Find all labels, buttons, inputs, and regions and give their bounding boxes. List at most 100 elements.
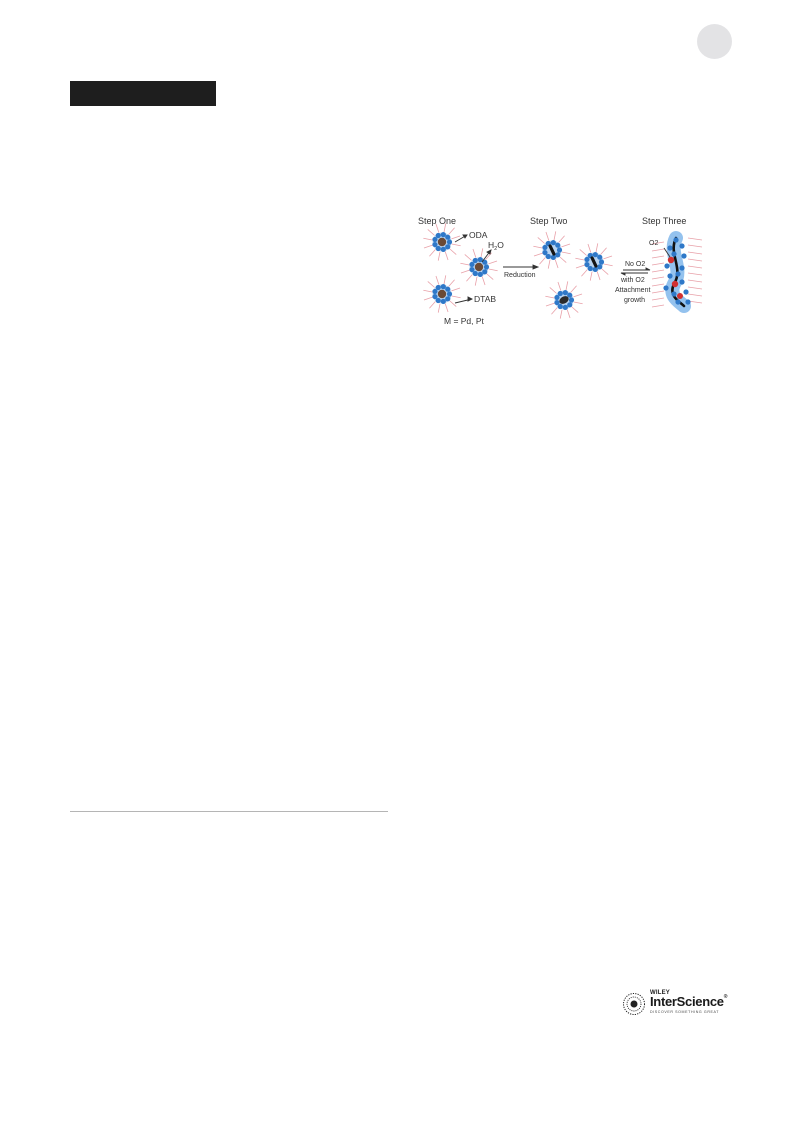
water-label: H2O — [488, 240, 504, 252]
ligand-chain — [600, 247, 607, 255]
surfactant-head — [445, 296, 451, 302]
surfactant-head — [482, 259, 488, 265]
ligand-chain — [651, 248, 665, 252]
ligand-chain — [460, 269, 470, 274]
ligand-chain — [429, 301, 436, 309]
ligand-chain — [480, 248, 484, 258]
surfactant-head — [440, 298, 446, 304]
surfactant-head — [597, 254, 603, 260]
ligand-chain — [595, 243, 599, 253]
ligand-chain — [488, 268, 498, 272]
surfactant-head — [482, 269, 488, 275]
oxygen-dot — [667, 256, 675, 264]
surfactant-head — [550, 240, 556, 246]
surfactant-head — [556, 247, 563, 253]
o2-label: O2 — [649, 240, 658, 247]
surfactant-head — [555, 252, 561, 258]
surfactant-head — [568, 297, 575, 303]
surfactant-head — [472, 257, 478, 264]
oda-label: ODA — [469, 230, 488, 240]
metal-rod — [590, 256, 598, 268]
ligand-chain — [651, 283, 665, 287]
ligand-chain — [488, 260, 498, 265]
ligand-chain — [651, 276, 665, 280]
ligand-chain — [589, 271, 593, 281]
surfactant-head — [432, 288, 438, 295]
ligand-chain — [573, 301, 583, 305]
surfactant-head — [562, 290, 568, 296]
surfactant-head — [598, 259, 605, 265]
ligand-chain — [687, 265, 703, 269]
no-o2-label: No O2 — [625, 261, 645, 268]
surfactant-head — [469, 261, 475, 268]
ligand-chain — [554, 259, 559, 269]
interscience-wordmark: InterScience® — [650, 994, 727, 1009]
surfactant-head — [477, 271, 483, 277]
ligand-chain — [687, 258, 703, 262]
oxygen-dot — [671, 280, 679, 288]
forward-equilibrium-arrowhead — [645, 267, 651, 271]
surfactant-head — [477, 257, 483, 263]
surfactant-head — [567, 292, 573, 298]
ligand-chain — [460, 262, 470, 266]
wiley-interscience-logo: WILEY InterScience® DISCOVER SOMETHING G… — [620, 990, 730, 1018]
surfactant-head — [554, 299, 560, 306]
globe-icon — [623, 993, 645, 1015]
water-subscript: 2 — [494, 246, 497, 252]
reverse-equilibrium-arrowhead — [620, 272, 626, 276]
ligand-chain — [561, 243, 571, 248]
ligand-chain — [545, 231, 550, 241]
footnote-divider — [70, 811, 388, 812]
ligand-chain — [565, 281, 569, 291]
ligand-chain — [444, 251, 449, 261]
o2-pointer — [663, 247, 671, 258]
ligand-chain — [423, 289, 433, 293]
ligand-chain — [651, 269, 665, 273]
growth-label: growth — [624, 297, 645, 304]
surfactant-head — [440, 246, 446, 252]
surfactant-head — [562, 304, 568, 310]
dtab-label: DTAB — [474, 294, 496, 304]
ligand-chain — [444, 303, 449, 313]
surfactant-head — [446, 239, 453, 245]
ligand-chain — [443, 275, 447, 285]
ligand-chain — [545, 302, 555, 307]
page-number-circle — [697, 24, 732, 59]
ligand-chain — [545, 295, 555, 299]
surfactant-head — [432, 236, 438, 243]
nanowire-micelle-dots — [663, 237, 691, 305]
ligand-chain — [581, 269, 588, 277]
section-header-bar — [70, 81, 216, 106]
ligand-chain — [575, 257, 585, 261]
surfactant-head — [671, 251, 677, 257]
surfactant-head — [446, 291, 453, 297]
surfactant-head — [664, 263, 670, 269]
ligand-chain — [579, 249, 587, 256]
micelles — [432, 232, 605, 310]
ligand-chain — [687, 286, 703, 290]
ligand-chain — [651, 297, 665, 301]
ligand-chain — [549, 287, 557, 294]
ligand-chain — [474, 276, 478, 286]
ligand-chain — [559, 309, 563, 319]
ligand-chain — [651, 262, 665, 266]
ligand-chain — [464, 254, 472, 261]
ligand-chain — [566, 309, 571, 319]
ligand-chain — [451, 287, 461, 292]
oda-arrowhead — [462, 234, 468, 239]
ligand-chain — [651, 304, 665, 308]
surfactant-head — [445, 286, 451, 292]
ligand-chain — [435, 275, 440, 285]
step-one-label: Step One — [418, 216, 456, 226]
reduction-label: Reduction — [504, 272, 536, 279]
metal-cluster — [559, 296, 569, 304]
water-o: O — [497, 240, 504, 250]
surfactant-head — [435, 284, 441, 291]
ligand-chain — [435, 223, 440, 233]
ligand-chain — [687, 293, 703, 297]
metal-rod — [548, 244, 556, 256]
surfactant-head — [671, 291, 677, 297]
ligand-chain — [601, 268, 609, 275]
ligand-chain — [423, 244, 433, 249]
ligand-chain — [533, 252, 543, 257]
